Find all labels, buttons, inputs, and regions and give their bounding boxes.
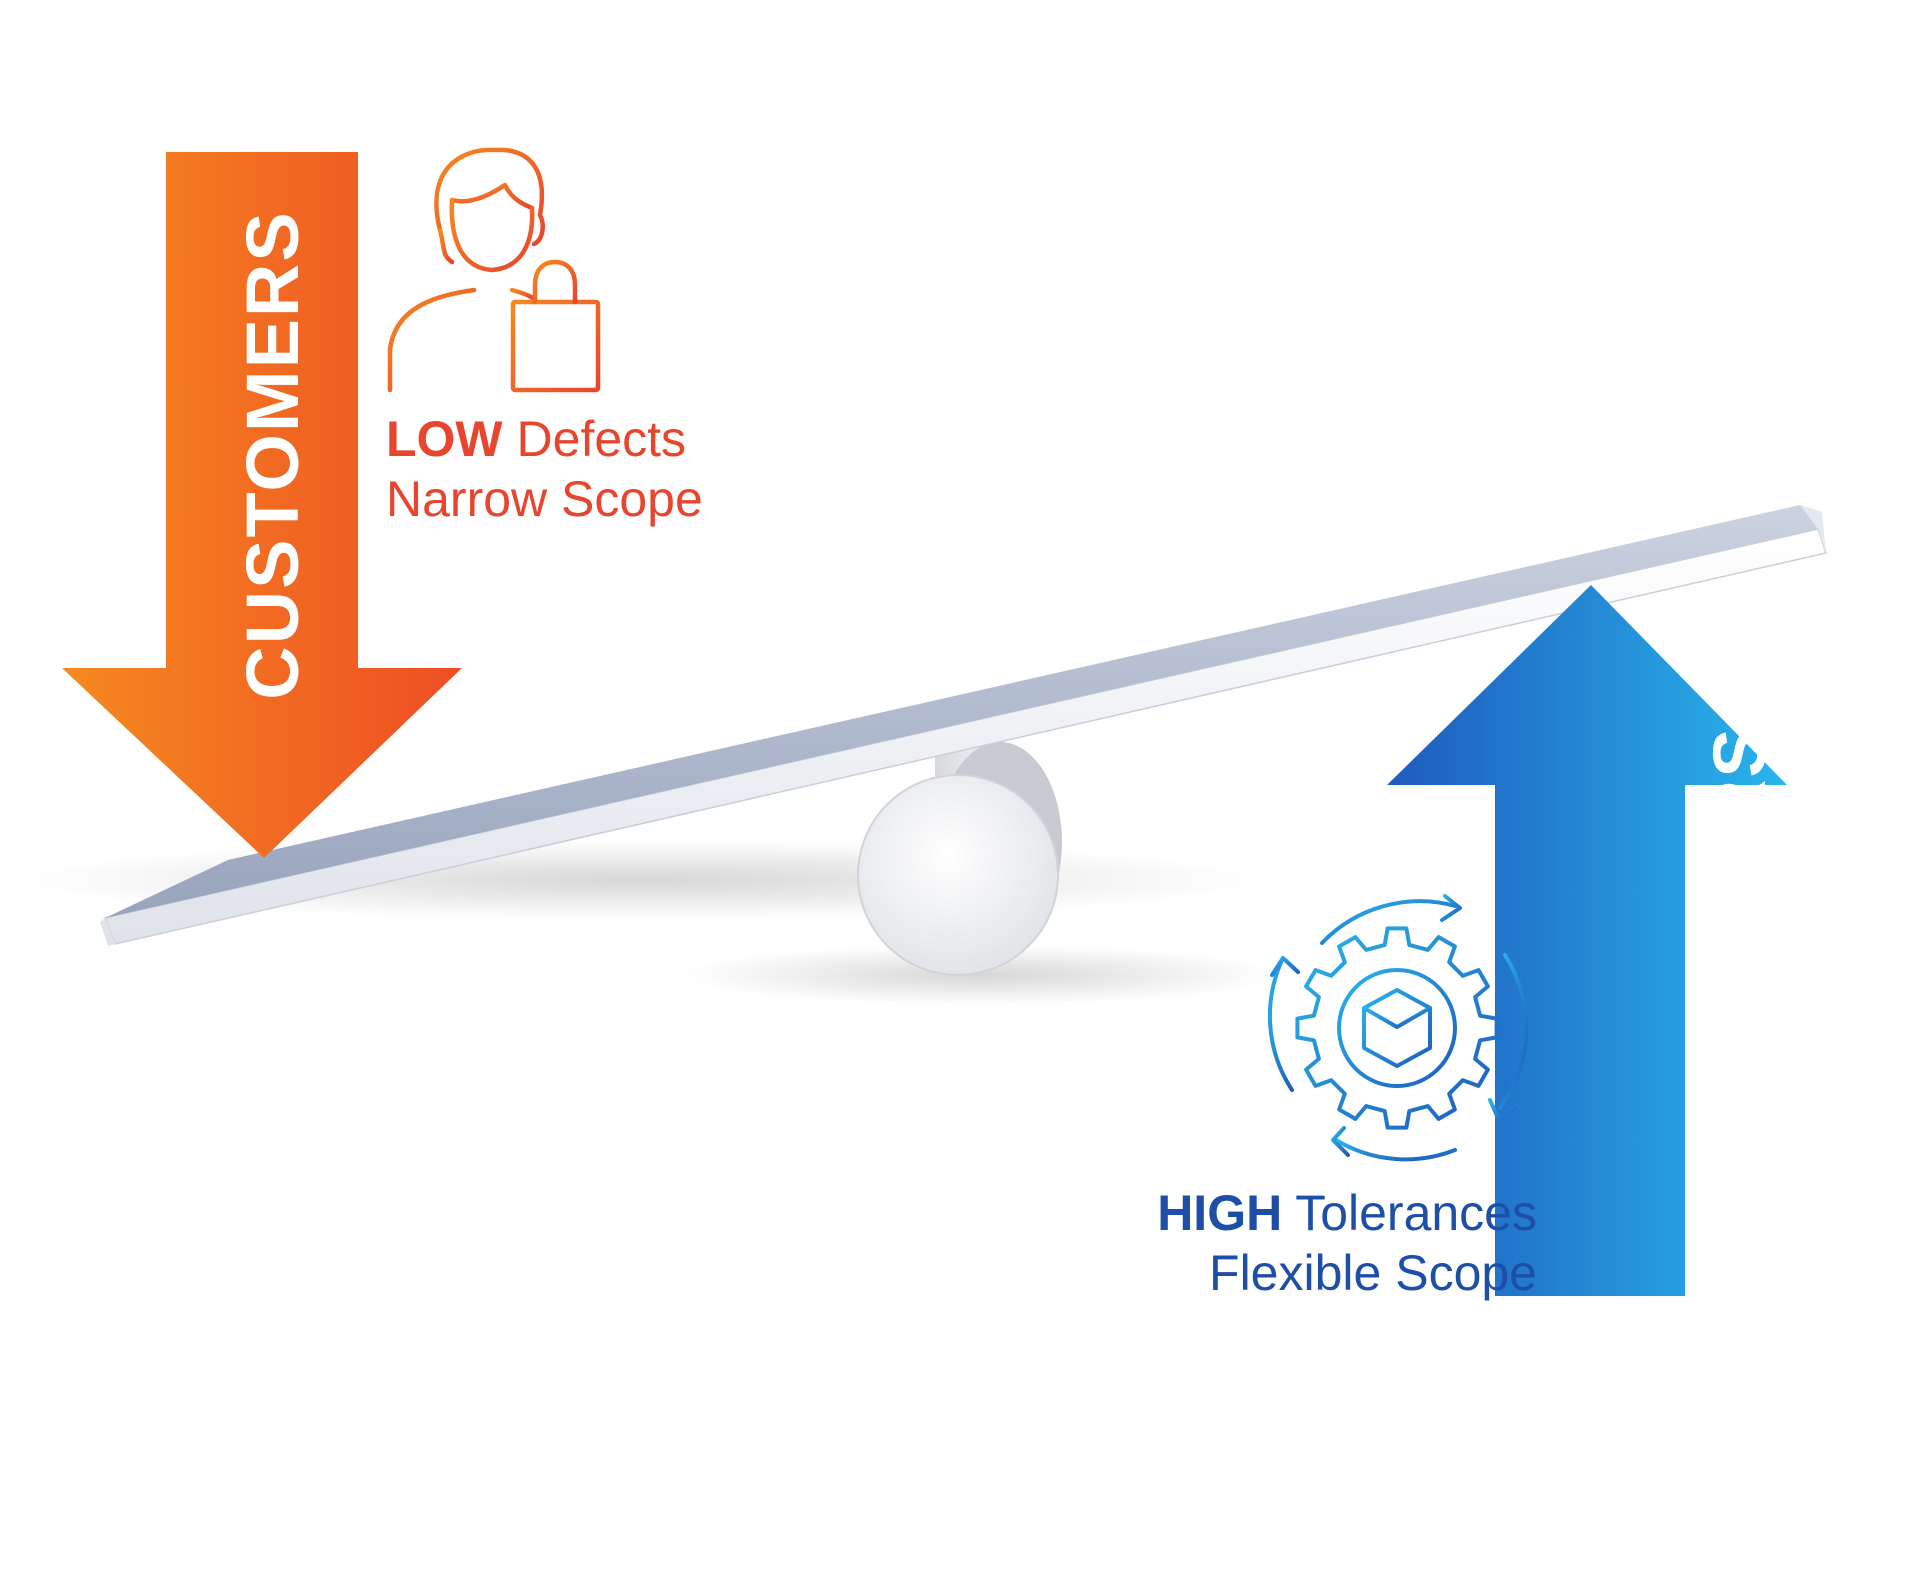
supplier-caption-rest: Tolerances <box>1282 1185 1537 1241</box>
customer-shopping-bag-icon <box>390 150 598 390</box>
customer-caption: LOW Defects Narrow Scope <box>386 409 703 529</box>
supplier-caption-line1: HIGH Tolerances <box>1157 1183 1537 1243</box>
supplier-caption-strong: HIGH <box>1157 1185 1282 1241</box>
customers-arrow-label: CUSTOMERS <box>236 210 310 699</box>
gear-cube-cycle-icon <box>1270 896 1526 1159</box>
customer-caption-strong: LOW <box>386 411 503 467</box>
supplier-caption: HIGH Tolerances Flexible Scope <box>1157 1183 1537 1303</box>
supplier-caption-line2: Flexible Scope <box>1157 1243 1537 1303</box>
fulcrum-cylinder <box>858 742 1062 975</box>
customer-caption-line2: Narrow Scope <box>386 469 703 529</box>
customer-caption-line1: LOW Defects <box>386 409 703 469</box>
suppliers-arrow-label: SUPPLIERS <box>1703 726 1777 1163</box>
customer-caption-rest: Defects <box>503 411 686 467</box>
